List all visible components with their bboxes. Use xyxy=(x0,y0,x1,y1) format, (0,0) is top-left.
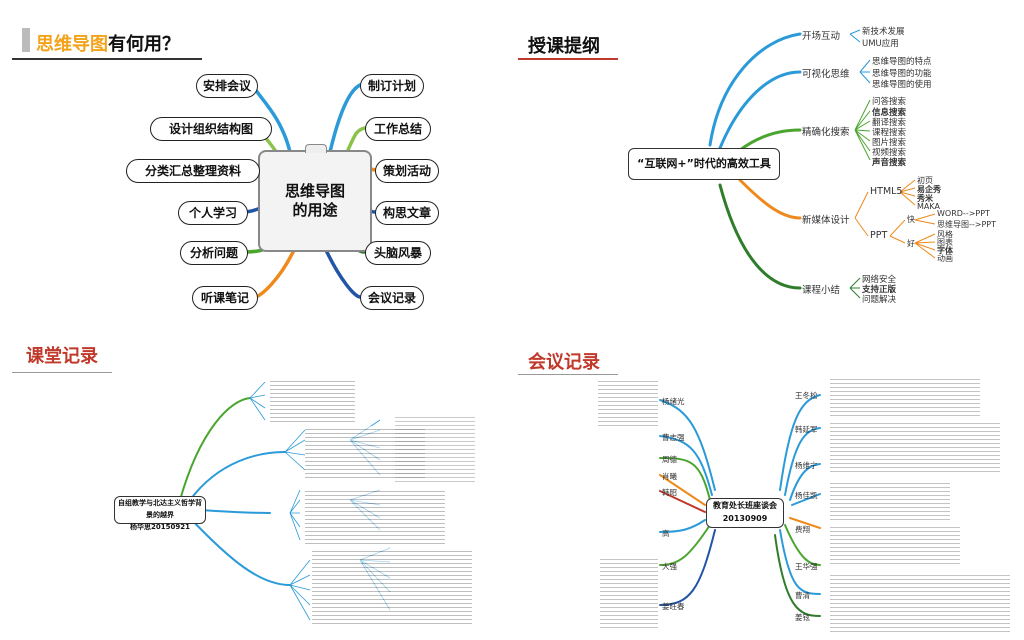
q1-title-highlight: 思维导图 xyxy=(36,34,108,55)
q3-text-block xyxy=(270,378,355,424)
q3-title: 课堂记录 xyxy=(26,346,98,367)
q2-leaf: 网络安全 xyxy=(862,275,897,285)
q3-text-block xyxy=(312,548,472,624)
q2-leaf: WORD-->PPT xyxy=(937,209,990,218)
q2-good-node: 好 xyxy=(907,239,915,248)
q2-branch-label: 可视化思维 xyxy=(802,69,850,80)
q1-left-item: 个人学习 xyxy=(178,201,248,225)
q2-leaf: 图片搜索 xyxy=(872,138,907,148)
q2-leaf: 动画 xyxy=(937,254,953,263)
q1-easel-top xyxy=(305,144,327,153)
q2-leaf: MAKA xyxy=(917,202,940,211)
q2-leaf: 翻译搜索 xyxy=(872,118,907,128)
q3-hub: 自组教学与北达主义哲学背景的越界 杨华思20150921 xyxy=(114,496,206,531)
q4-text-block xyxy=(598,378,658,428)
q4-left-node: 杨绪光 xyxy=(662,397,685,406)
q2-branch-label: 开场互动 xyxy=(802,31,841,42)
q4-left-node: 姜旺春 xyxy=(662,602,685,611)
q4-right-node: 韩延军 xyxy=(795,425,818,434)
q4-right-node: 费翔 xyxy=(795,525,810,534)
q1-right-item: 构思文章 xyxy=(375,201,439,225)
q2-leaf: 易企秀 xyxy=(917,185,941,194)
q4-right-node: 王华强 xyxy=(795,562,818,571)
q2-leaf: 视频搜索 xyxy=(872,148,907,158)
q4-left-node: 大强 xyxy=(662,562,677,571)
q4-left-node: 高 xyxy=(662,529,670,538)
q4-text-block xyxy=(830,376,980,416)
q2-leaf: 字体 xyxy=(937,246,953,255)
q4-left-node: 韩昭 xyxy=(662,488,677,497)
q2-leaf: UMU应用 xyxy=(862,39,899,49)
q4-hub: 教育处长班座谈会 20130909 xyxy=(706,498,784,528)
q3-hub-line2: 杨华思20150921 xyxy=(130,523,190,531)
q1-right-item: 头脑风暴 xyxy=(365,241,431,265)
q2-fast-node: 快 xyxy=(907,215,915,224)
q3-text-block xyxy=(305,426,425,480)
q4-text-block xyxy=(600,556,658,630)
q1-left-item: 设计组织结构图 xyxy=(150,117,272,141)
q2-leaf: 问题解决 xyxy=(862,295,897,305)
q4-right-node: 曹清 xyxy=(795,591,810,600)
q1-right-item: 工作总结 xyxy=(365,117,431,141)
q4-left-node: 周德 xyxy=(662,455,677,464)
q4-text-block xyxy=(830,420,1000,472)
q2-title-underline xyxy=(518,58,618,60)
q2-leaf: 思维导图的功能 xyxy=(872,69,932,79)
q2-leaf: 初页 xyxy=(917,176,933,185)
q2-leaf: 问答搜索 xyxy=(872,97,907,107)
q2-html5-node: HTML5 xyxy=(870,186,903,197)
q1-left-item: 听课笔记 xyxy=(192,286,258,310)
q3-text-block xyxy=(395,414,475,484)
q4-text-block xyxy=(830,480,950,520)
q2-title: 授课提纲 xyxy=(528,36,600,57)
q3-title-underline xyxy=(12,372,112,373)
q2-leaf: 思维导图的特点 xyxy=(872,57,932,67)
q2-branch-label: 课程小结 xyxy=(802,285,841,296)
q2-leaf: 思维导图-->PPT xyxy=(937,220,997,229)
q3-hub-line1: 自组教学与北达主义哲学背景的越界 xyxy=(118,499,202,519)
q2-leaf: 风格 xyxy=(937,230,953,239)
q4-right-node: 杨佳凯 xyxy=(795,491,818,500)
q1-center-line1: 思维导图 xyxy=(284,182,345,200)
q1-left-item: 安排会议 xyxy=(196,74,258,98)
q4-text-block xyxy=(830,524,960,564)
q1-title-rest: 有何用？ xyxy=(108,34,180,55)
q2-leaf: 新技术发展 xyxy=(862,27,905,37)
q1-left-item: 分类汇总整理资料 xyxy=(126,159,260,183)
q1-title: 思维导图有何用？ xyxy=(36,30,180,56)
q2-branch-label: 精确化搜索 xyxy=(802,127,850,138)
q4-left-node: 肖曦 xyxy=(662,472,677,481)
q1-center-box: 思维导图 的用途 xyxy=(258,144,372,252)
q4-title-underline xyxy=(518,374,618,375)
q2-leaf: 课程搜索 xyxy=(872,128,907,138)
q1-title-underline xyxy=(12,58,202,60)
q3-text-block xyxy=(305,488,445,546)
q4-hub-line1: 教育处长班座谈会 xyxy=(713,501,777,510)
q1-right-item: 制订计划 xyxy=(360,74,424,98)
q1-accent-bar xyxy=(22,28,30,52)
q2-leaf: 支持正版 xyxy=(862,285,897,295)
q2-leaf: 声音搜索 xyxy=(872,158,907,168)
q1-right-item: 会议记录 xyxy=(360,286,424,310)
q2-leaf: 思维导图的使用 xyxy=(872,80,932,90)
q4-left-node: 曹志强 xyxy=(662,433,685,442)
q4-right-node: 王冬松 xyxy=(795,391,818,400)
q2-center-node: “互联网+”时代的高效工具 xyxy=(628,148,780,180)
q2-ppt-node: PPT xyxy=(870,230,888,241)
q2-leaf: 秀米 xyxy=(917,194,933,203)
q4-right-node: 杨维宁 xyxy=(795,461,818,470)
q4-hub-line2: 20130909 xyxy=(722,514,768,523)
q1-right-item: 策划活动 xyxy=(375,159,439,183)
q2-leaf: 图表 xyxy=(937,238,953,247)
q2-leaf: 信息搜索 xyxy=(872,108,907,118)
q1-center-line2: 的用途 xyxy=(292,201,338,219)
q1-left-item: 分析问题 xyxy=(180,241,248,265)
q2-branch-label: 新媒体设计 xyxy=(802,215,850,226)
q4-right-node: 姜铉 xyxy=(795,613,810,622)
q4-title: 会议记录 xyxy=(528,352,600,373)
q4-text-block xyxy=(830,572,1010,632)
